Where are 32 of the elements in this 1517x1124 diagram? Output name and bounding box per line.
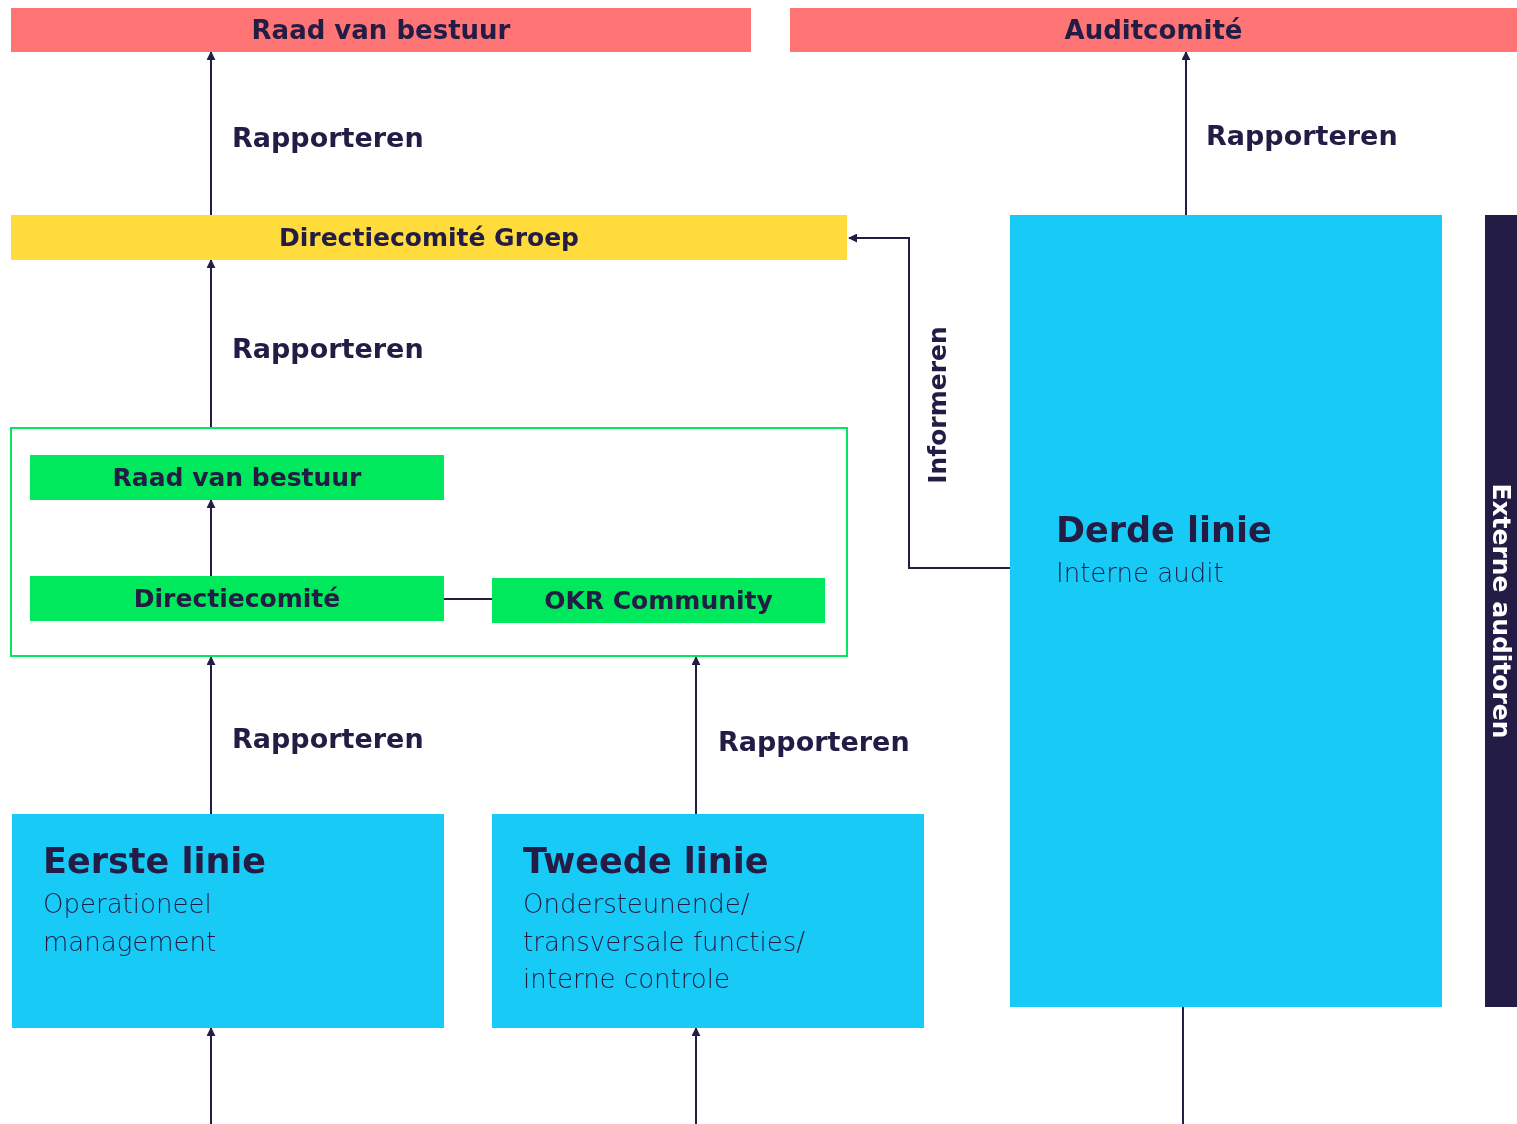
bar-label: OKR Community xyxy=(544,586,773,615)
bar-label: Directiecomité xyxy=(133,584,341,613)
label-bar xyxy=(492,578,825,623)
header-bar xyxy=(11,215,847,260)
connector-line xyxy=(443,598,493,600)
header-bar xyxy=(790,8,1517,52)
arrow xyxy=(206,51,216,216)
bar-label: Raad van bestuur xyxy=(112,463,362,492)
box-heading: Tweede linie xyxy=(523,840,769,882)
bar-label: Auditcomité xyxy=(1064,15,1243,45)
box-text: Operationeel management xyxy=(43,888,218,959)
arrow xyxy=(206,499,216,577)
label-bar xyxy=(30,576,444,621)
box-text: Ondersteunende/ transversale functies/ interne controle xyxy=(523,888,806,997)
box-text: Interne audit xyxy=(1056,557,1224,591)
box-heading: Eerste linie xyxy=(43,840,267,882)
arrow xyxy=(206,1027,216,1124)
bar-label: Directiecomité Groep xyxy=(279,223,579,252)
label-bar xyxy=(30,455,444,500)
side-bar xyxy=(1485,215,1517,1007)
vertical-label: Externe auditoren xyxy=(1486,483,1516,739)
header-bar xyxy=(11,8,751,52)
arrow xyxy=(848,233,1011,569)
bar-label: Raad van bestuur xyxy=(251,15,511,45)
connector-line xyxy=(1182,1006,1184,1124)
arrow xyxy=(206,656,216,815)
box-heading: Derde linie xyxy=(1056,509,1272,552)
group-frame xyxy=(10,427,848,657)
arrow xyxy=(1181,51,1191,216)
arrow xyxy=(691,656,701,815)
arrow xyxy=(691,1027,701,1124)
arrow xyxy=(206,259,216,428)
